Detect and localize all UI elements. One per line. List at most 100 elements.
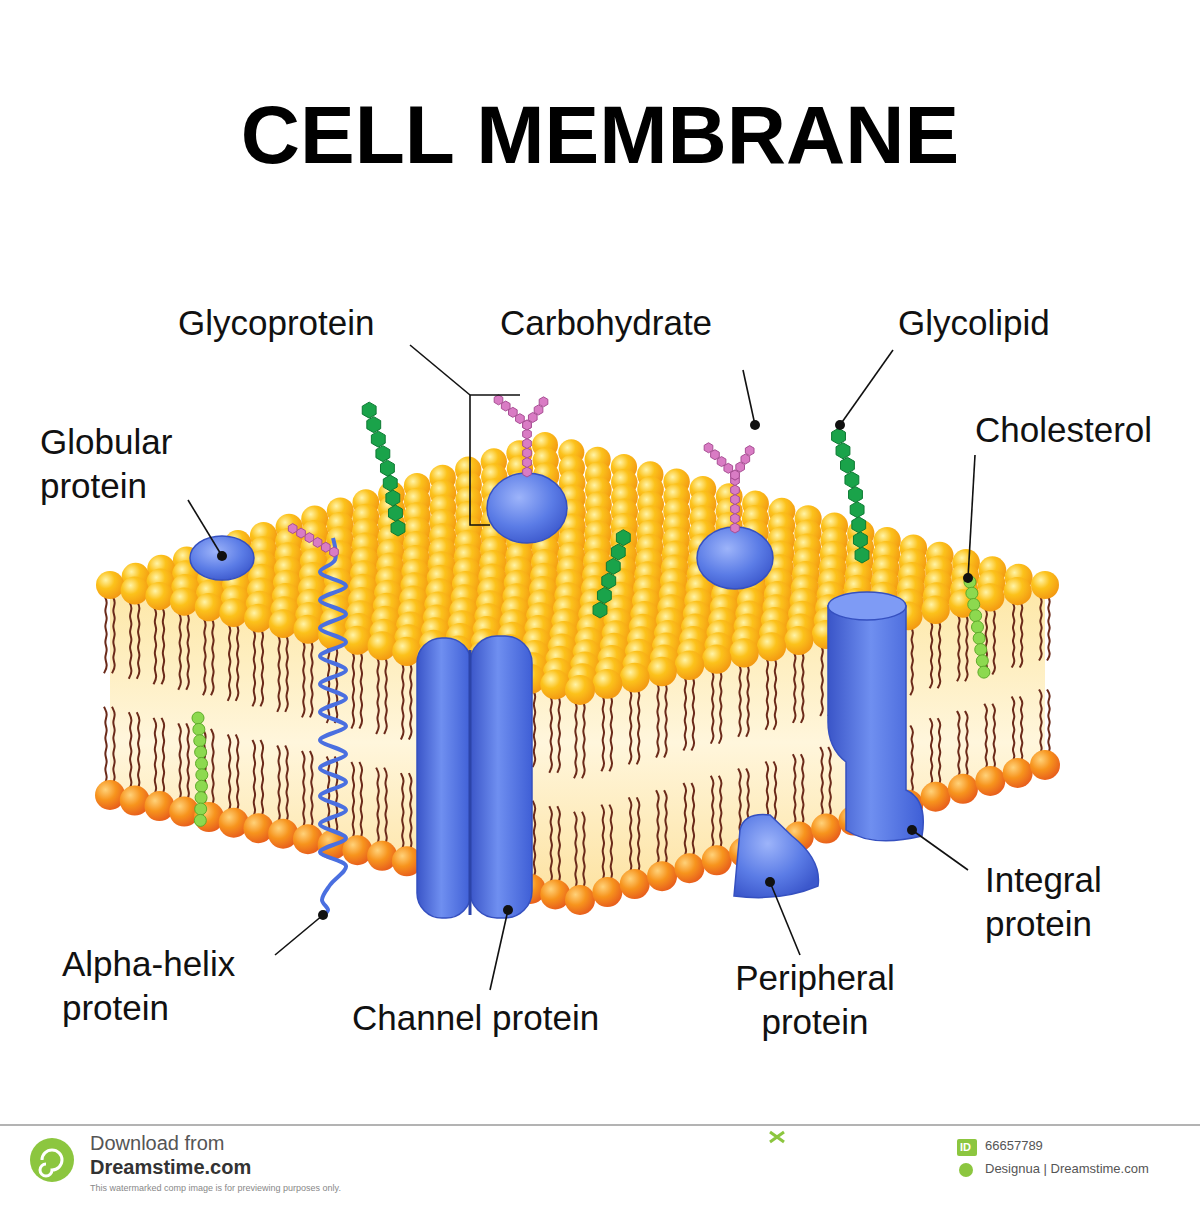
lipid-tail	[533, 689, 536, 767]
lipid-tail	[683, 783, 686, 858]
carbohydrate-chain-ring	[297, 528, 306, 538]
lipid-tail	[186, 723, 189, 801]
lipid-tail	[957, 614, 960, 682]
phospholipid-head	[96, 571, 124, 599]
phospholipid-head	[592, 669, 622, 699]
carbohydrate-chain-ring	[534, 405, 543, 415]
leader-line	[912, 830, 968, 870]
lipid-tail	[359, 762, 362, 840]
lipid-tail	[228, 623, 231, 701]
lipid-tail	[112, 595, 115, 673]
integral-protein-shape	[828, 606, 923, 841]
carbohydrate-chain-ring	[731, 504, 740, 514]
cholesterol-chain-bead	[966, 587, 978, 599]
leader-line	[490, 910, 508, 990]
lipid-tails	[104, 595, 1050, 890]
helix-chain	[320, 538, 346, 915]
phospholipid-head	[1031, 571, 1059, 599]
author-icon	[959, 1163, 973, 1177]
glycolipid-chain-ring	[371, 431, 385, 447]
lipid-tail	[801, 651, 804, 723]
carbohydrate-chain-ring	[736, 462, 745, 472]
bracket	[470, 395, 520, 525]
lipid-tail	[984, 704, 987, 771]
carbohydrate-chain	[731, 476, 740, 534]
watermark-text: 66657789	[985, 1139, 1043, 1154]
lipid-tail	[384, 656, 387, 734]
cholesterol-chain-bead	[978, 666, 990, 678]
carbohydrate-chain-ring	[731, 495, 740, 505]
glycolipid-chain-ring	[849, 487, 863, 503]
phospholipid-head	[194, 802, 224, 832]
cholesterol-chain-bead	[195, 803, 207, 815]
cholesterol-chain	[192, 712, 208, 826]
lipid-tail	[629, 688, 632, 765]
lipid-tail	[793, 754, 796, 826]
lipid-tail	[992, 607, 995, 674]
phospholipid-head	[293, 824, 323, 854]
phospholipid-head	[1004, 577, 1032, 605]
carbohydrate-chain-ring	[494, 395, 503, 405]
phospholipid-head	[1030, 750, 1060, 780]
lipid-tail	[112, 707, 115, 785]
leader-dot	[835, 420, 845, 430]
cholesterol-chain-bead	[196, 769, 208, 781]
lipid-tail	[310, 639, 313, 717]
footer-logo	[30, 1138, 74, 1182]
leader-line	[840, 350, 893, 425]
watermark-text: Dreamstime.com	[90, 1156, 251, 1179]
carbohydrate-chain-ring	[731, 523, 740, 533]
glycolipid-chain-ring	[841, 457, 855, 473]
lower-leaflet	[95, 750, 1060, 915]
glycolipid-chain-ring	[836, 443, 850, 459]
footer-logo-spiral	[40, 1150, 62, 1176]
phospholipid-head	[975, 766, 1005, 796]
phospholipid-head	[565, 675, 595, 705]
lipid-tail	[376, 768, 379, 846]
lipid-tail	[104, 707, 107, 785]
glycolipid-chain-ring	[380, 460, 394, 476]
phospholipid-head	[674, 853, 704, 883]
phospholipid-head	[540, 879, 570, 909]
lipid-tail	[930, 620, 933, 689]
cholesterol-chain-bead	[195, 746, 207, 758]
lipid-tail	[260, 628, 263, 706]
cholesterol-chain-bead	[970, 610, 982, 622]
lipid-tail	[574, 700, 577, 778]
phospholipid-head	[368, 631, 397, 660]
lipid-tail	[965, 711, 968, 779]
phospholipid-head	[95, 780, 125, 810]
phospholipid-head	[757, 632, 786, 661]
lipid-tail	[1047, 689, 1050, 755]
glycolipid-chain-ring	[362, 402, 376, 418]
lipid-tail	[637, 688, 640, 765]
lipid-tail	[609, 805, 612, 882]
lipid-tail	[1012, 601, 1015, 667]
lipid-tail	[129, 601, 132, 679]
carbohydrate-chain-ring	[523, 467, 532, 477]
membrane-face	[580, 585, 1045, 900]
carbohydrate-chain-ring	[731, 470, 740, 480]
lipid-tail	[938, 718, 941, 787]
lipid-tail	[1047, 595, 1050, 661]
glycolipid-chain-ring	[383, 475, 397, 491]
lipid-tail	[582, 700, 585, 778]
phospholipid-head	[219, 808, 249, 838]
phospholipid-head	[565, 885, 595, 915]
phospholipid-head	[144, 791, 174, 821]
upper-leaflet	[96, 432, 1059, 705]
lipid-tail	[992, 704, 995, 771]
lipid-tail	[153, 606, 156, 684]
lipid-tail	[549, 694, 552, 772]
lipid-tail	[285, 634, 288, 712]
lipid-tail	[965, 614, 968, 682]
glycolipid-chain-ring	[845, 472, 859, 488]
lipid-tail	[1020, 601, 1023, 667]
cholesterol-chain-bead	[976, 655, 988, 667]
phospholipid-head	[120, 786, 150, 816]
lipid-tail	[609, 694, 612, 771]
cholesterol-chain-bead	[195, 780, 207, 792]
lipid-tail	[828, 747, 831, 819]
lipid-tail	[161, 606, 164, 684]
